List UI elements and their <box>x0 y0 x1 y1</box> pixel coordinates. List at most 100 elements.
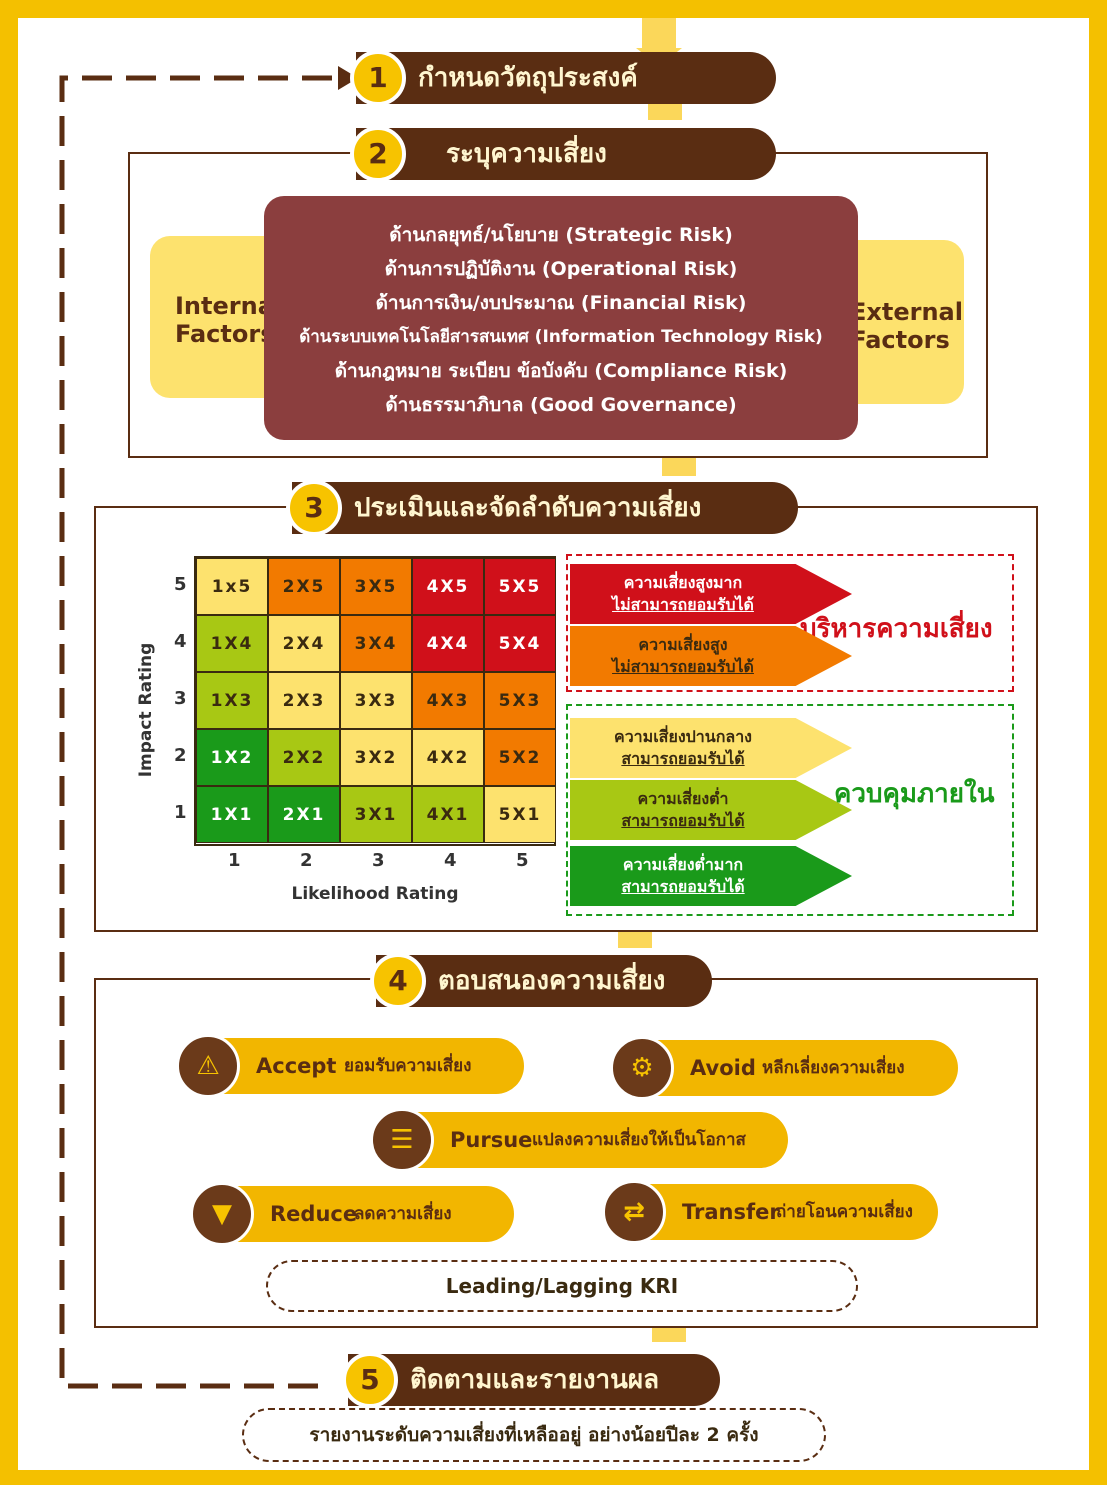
step-1-bar: 1 กำหนดวัตถุประสงค์ <box>350 50 776 106</box>
matrix-cell: 3X2 <box>340 729 412 786</box>
step-4-title: ตอบสนองความเสี่ยง <box>438 966 666 996</box>
risk-category: ด้านระบบเทคโนโลยีสารสนเทศ (Information T… <box>299 327 823 347</box>
impact-tick: 4 <box>174 631 187 652</box>
risk-level-arrow: ความเสี่ยงสูงไม่สามารถยอมรับได้ <box>570 626 852 686</box>
likelihood-tick: 5 <box>516 850 529 871</box>
accept-icon: ⚠ <box>176 1034 240 1098</box>
likelihood-tick: 1 <box>228 850 241 871</box>
risk-level-title: ความเสี่ยงสูง <box>638 635 728 654</box>
control-zone <box>566 704 1014 916</box>
pursue-icon: ☰ <box>370 1108 434 1172</box>
likelihood-tick: 2 <box>300 850 313 871</box>
likelihood-tick: 4 <box>444 850 457 871</box>
step-1-title: กำหนดวัตถุประสงค์ <box>418 63 638 93</box>
risk-category: ด้านธรรมาภิบาล (Good Governance) <box>385 394 737 416</box>
impact-tick: 1 <box>174 802 187 823</box>
avoid-icon: ⚙ <box>610 1036 674 1100</box>
step-5-bar: 5 ติดตามและรายงานผล <box>342 1352 720 1408</box>
flow-arrow-1-2 <box>642 104 688 152</box>
risk-level-title: ความเสี่ยงต่ำมาก <box>622 855 744 874</box>
pursue-label: Pursue <box>450 1128 533 1152</box>
matrix-cell: 4X5 <box>412 558 484 615</box>
impact-tick: 5 <box>174 574 187 595</box>
risk-level-acceptance: สามารถยอมรับได้ <box>621 877 745 896</box>
risk-category: ด้านกลยุทธ์/นโยบาย (Strategic Risk) <box>389 224 733 246</box>
step-4-number: 4 <box>370 953 426 1009</box>
transfer-label: Transfer <box>682 1200 780 1224</box>
internal-factors-label: Internal Factors <box>175 292 283 348</box>
response-avoid: ⚙ Avoid หลีกเลี่ยงความเสี่ยง <box>610 1036 958 1100</box>
report-note-box: รายงานระดับความเสี่ยงที่เหลืออยู่ อย่างน… <box>242 1408 826 1462</box>
step-5-number: 5 <box>342 1352 398 1408</box>
response-accept: ⚠ Accept ยอมรับความเสี่ยง <box>176 1034 524 1098</box>
risk-level-arrow: ความเสี่ยงปานกลางสามารถยอมรับได้ <box>570 718 852 778</box>
matrix-cell: 3X1 <box>340 786 412 843</box>
flow-arrow-top <box>636 18 682 66</box>
accept-label: Accept <box>256 1054 337 1078</box>
avoid-label: Avoid <box>690 1056 756 1080</box>
step-4-bar: 4 ตอบสนองความเสี่ยง <box>370 953 712 1009</box>
matrix-cell: 1x5 <box>196 558 268 615</box>
step-3-number: 3 <box>286 480 342 536</box>
risk-category: ด้านการปฏิบัติงาน (Operational Risk) <box>384 258 738 280</box>
impact-tick: 3 <box>174 688 187 709</box>
matrix-cell: 3X5 <box>340 558 412 615</box>
transfer-icon: ⇄ <box>602 1180 666 1244</box>
step-2-bar: 2 ระบุความเสี่ยง <box>350 126 776 182</box>
flow-arrow-2-3 <box>656 458 702 506</box>
impact-tick: 2 <box>174 745 187 766</box>
matrix-cell: 2X2 <box>268 729 340 786</box>
step-2-number: 2 <box>350 126 406 182</box>
risk-categories-box: ด้านกลยุทธ์/นโยบาย (Strategic Risk) ด้าน… <box>264 196 858 440</box>
matrix-cell: 3X4 <box>340 615 412 672</box>
pursue-description: แปลงความเสี่ยงให้เป็นโอกาส <box>532 1130 746 1150</box>
matrix-cell: 4X2 <box>412 729 484 786</box>
matrix-cell: 5X2 <box>484 729 556 786</box>
step-1-number: 1 <box>350 50 406 106</box>
avoid-description: หลีกเลี่ยงความเสี่ยง <box>762 1058 905 1078</box>
matrix-cell: 4X1 <box>412 786 484 843</box>
reduce-label: Reduce <box>270 1202 358 1226</box>
risk-category: ด้านการเงิน/งบประมาณ (Financial Risk) <box>375 292 747 314</box>
internal-control-label: ควบคุมภายใน <box>834 779 995 809</box>
flow-arrow-3-4 <box>612 932 658 980</box>
kri-box: Leading/Lagging KRI <box>266 1260 858 1312</box>
matrix-cell: 2X5 <box>268 558 340 615</box>
accept-description: ยอมรับความเสี่ยง <box>344 1056 472 1076</box>
risk-category: ด้านกฎหมาย ระเบียบ ข้อบังคับ (Compliance… <box>334 360 788 382</box>
response-pursue: ☰ Pursue แปลงความเสี่ยงให้เป็นโอกาส <box>370 1108 788 1172</box>
likelihood-tick: 3 <box>372 850 385 871</box>
matrix-cell: 1X2 <box>196 729 268 786</box>
risk-level-arrow: ความเสี่ยงต่ำมากสามารถยอมรับได้ <box>570 846 852 906</box>
risk-level-title: ความเสี่ยงปานกลาง <box>613 727 752 746</box>
flow-arrow-4-5 <box>646 1328 692 1376</box>
step-3-title: ประเมินและจัดลำดับความเสี่ยง <box>354 493 702 523</box>
response-transfer: ⇄ Transfer ถ่ายโอนความเสี่ยง <box>602 1180 938 1244</box>
matrix-cell: 5X5 <box>484 558 556 615</box>
risk-level-arrow: ความเสี่ยงสูงมากไม่สามารถยอมรับได้ <box>570 564 852 624</box>
matrix-cell: 3X3 <box>340 672 412 729</box>
matrix-cell: 2X1 <box>268 786 340 843</box>
manage-risk-label: บริหารความเสี่ยง <box>800 614 993 644</box>
transfer-description: ถ่ายโอนความเสี่ยง <box>776 1202 913 1222</box>
matrix-cell: 2X4 <box>268 615 340 672</box>
page-frame: 1 กำหนดวัตถุประสงค์ 2 ระบุความเสี่ยง Int… <box>18 18 1089 1470</box>
matrix-cell: 5X1 <box>484 786 556 843</box>
impact-axis-label: Impact Rating <box>136 642 156 778</box>
step-3-bar: 3 ประเมินและจัดลำดับความเสี่ยง <box>286 480 798 536</box>
step-2-title: ระบุความเสี่ยง <box>446 139 607 169</box>
risk-level-arrow: ความเสี่ยงต่ำสามารถยอมรับได้ <box>570 780 852 840</box>
matrix-cell: 1X3 <box>196 672 268 729</box>
risk-level-acceptance: ไม่สามารถยอมรับได้ <box>612 657 754 676</box>
matrix-cell: 5X4 <box>484 615 556 672</box>
risk-level-acceptance: สามารถยอมรับได้ <box>621 749 745 768</box>
step-5-title: ติดตามและรายงานผล <box>410 1365 660 1395</box>
risk-level-title: ความเสี่ยงต่ำ <box>637 789 729 808</box>
matrix-cell: 4X4 <box>412 615 484 672</box>
matrix-cell: 1X1 <box>196 786 268 843</box>
external-factors-label: External Factors <box>850 298 963 354</box>
risk-level-title: ความเสี่ยงสูงมาก <box>623 573 743 592</box>
risk-level-acceptance: สามารถยอมรับได้ <box>621 811 745 830</box>
risk-level-acceptance: ไม่สามารถยอมรับได้ <box>612 595 754 614</box>
